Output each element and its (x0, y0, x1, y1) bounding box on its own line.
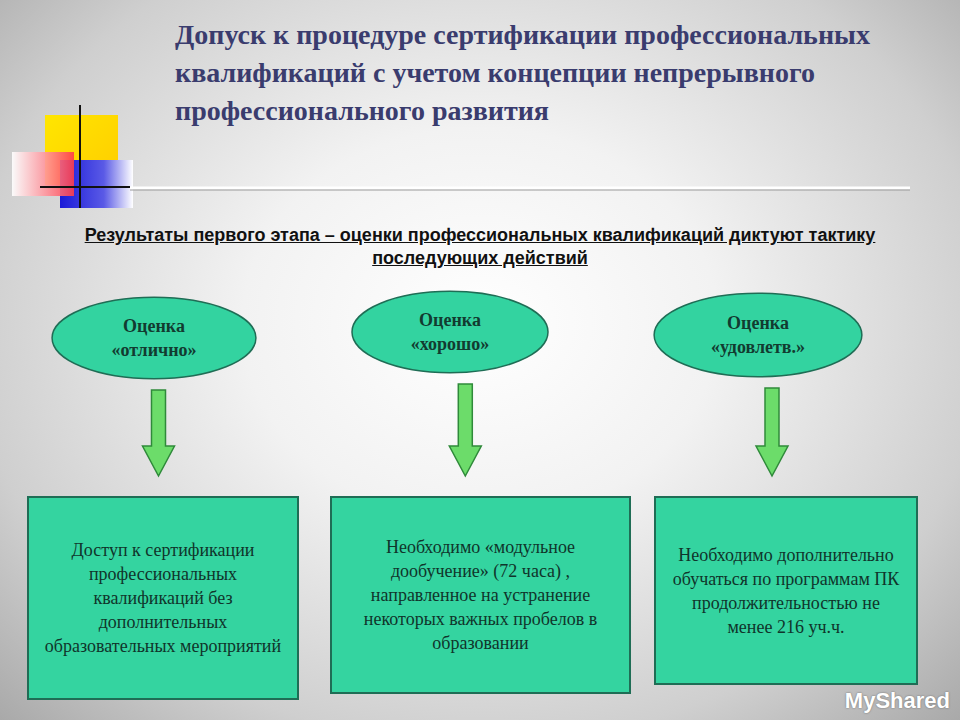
ellipse-outline (350, 290, 550, 374)
deco-line (79, 105, 81, 208)
title-rule (130, 187, 910, 190)
deco-line (40, 186, 130, 188)
watermark: MyShared (800, 688, 950, 714)
ellipse-outline (50, 296, 258, 380)
slide-title: Допуск к процедуре сертификации професси… (175, 16, 920, 130)
block-arrow (143, 390, 175, 476)
block-arrow (756, 388, 788, 476)
red-square (12, 152, 74, 196)
subtitle: Результаты первого этапа – оценки профес… (40, 224, 920, 270)
action-box: Необходимо дополнительно обучаться по пр… (654, 496, 918, 685)
node-text: Оценка «отлично» (79, 314, 229, 362)
grade-ellipse: Оценка «хорошо» (350, 290, 550, 374)
grade-ellipse: Оценка «удовлетв.» (652, 292, 864, 378)
node-text: Доступ к сертификации профессиональных к… (41, 538, 285, 658)
node-text: Оценка «хорошо» (378, 308, 522, 356)
block-arrow (449, 384, 481, 476)
grade-ellipse: Оценка «отлично» (50, 296, 258, 380)
node-text: Оценка «удовлетв.» (682, 311, 835, 359)
action-box: Доступ к сертификации профессиональных к… (27, 496, 299, 700)
ellipse-outline (652, 292, 864, 378)
action-box: Необходимо «модульное дообучение» (72 ча… (330, 496, 631, 694)
title-rule-shadow (130, 190, 910, 191)
node-text: Необходимо дополнительно обучаться по пр… (668, 543, 904, 639)
node-text: Необходимо «модульное дообучение» (72 ча… (348, 535, 613, 655)
